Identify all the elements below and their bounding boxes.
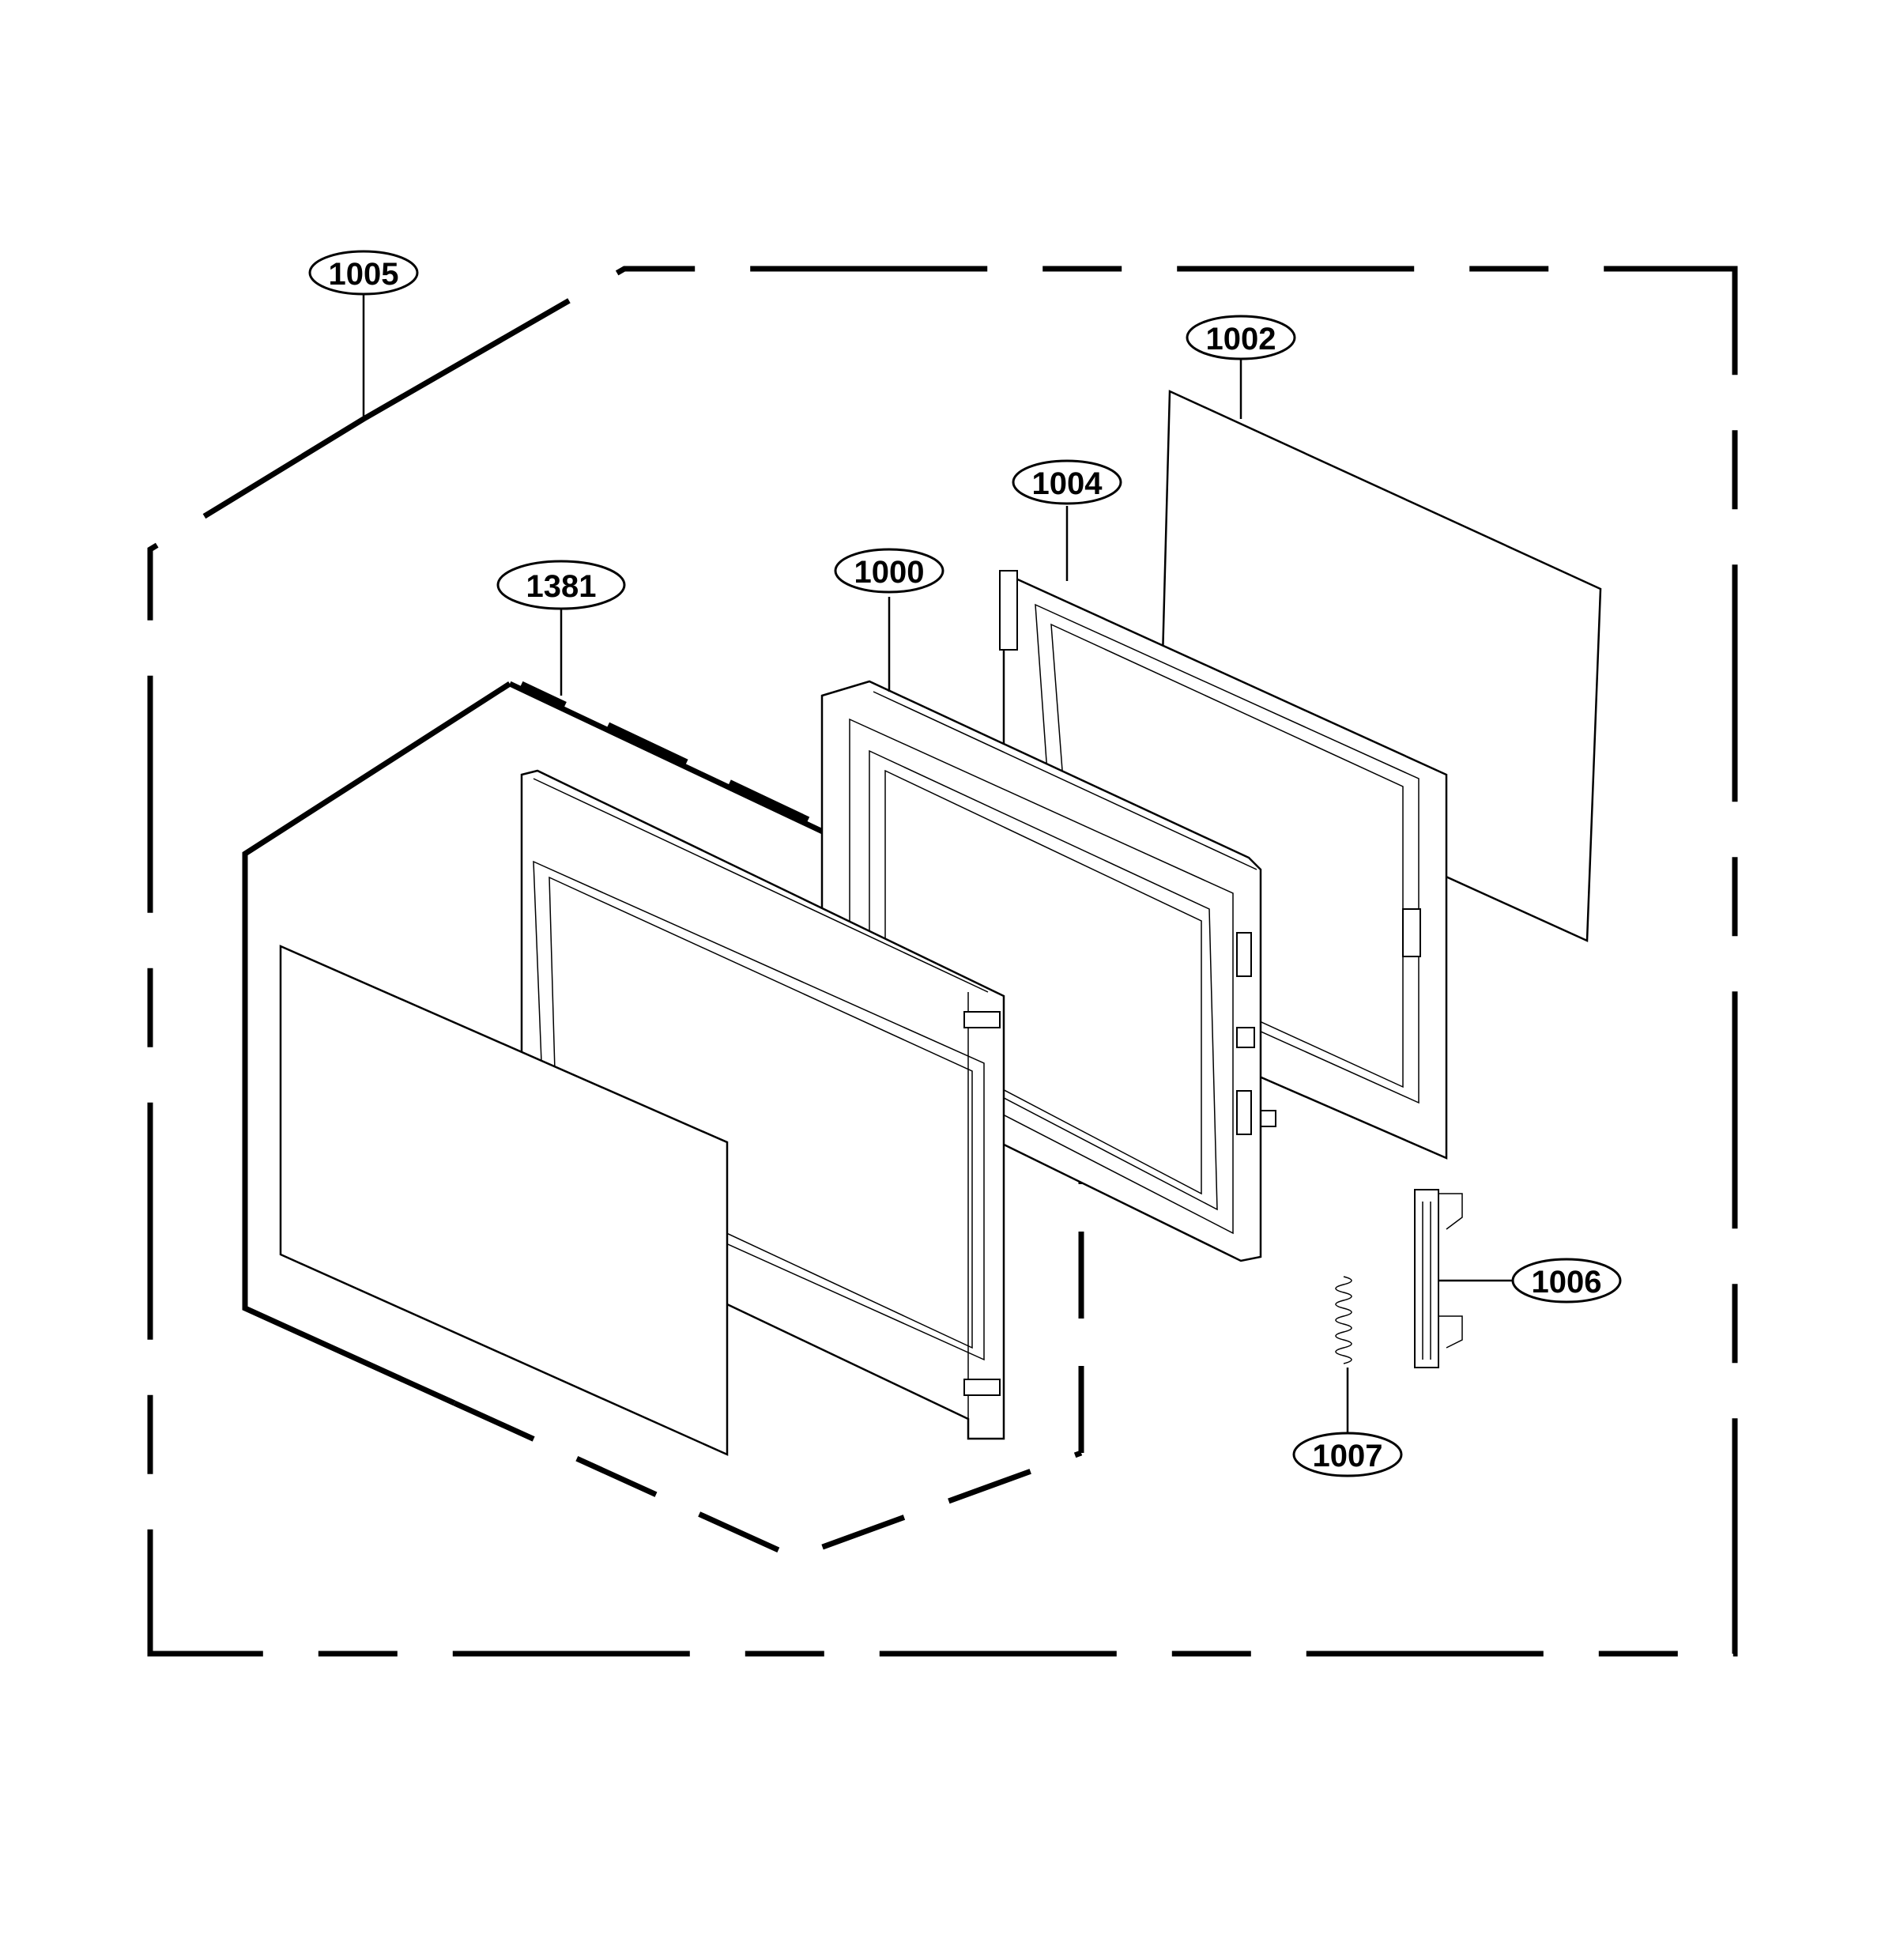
- part-1000-door-chassis: [820, 680, 1262, 1262]
- callout-label-1002: 1002: [1206, 322, 1276, 357]
- part-1006-latch-hook: [1414, 1189, 1463, 1368]
- callout-label-1000: 1000: [854, 555, 925, 590]
- callout-label-1005: 1005: [329, 257, 399, 292]
- callout-1000: 1000: [834, 548, 944, 594]
- subassembly-boundary-1381: [242, 681, 1084, 1560]
- callout-1005: 1005: [308, 250, 419, 296]
- callout-1004: 1004: [1012, 459, 1122, 505]
- callout-1381: 1381: [496, 560, 626, 610]
- callout-label-1004: 1004: [1032, 466, 1103, 501]
- callout-1007: 1007: [1292, 1432, 1403, 1477]
- leader-lines: [362, 292, 1514, 1432]
- callout-label-1006: 1006: [1532, 1265, 1602, 1300]
- callout-1002: 1002: [1186, 315, 1296, 360]
- callout-label-1007: 1007: [1313, 1439, 1383, 1473]
- callout-label-1381: 1381: [526, 569, 597, 604]
- door-frame: [520, 769, 1005, 1440]
- part-1002-sheet: [1159, 390, 1602, 942]
- part-1007-spring: [1335, 1276, 1352, 1364]
- front-glass-panel: [279, 945, 729, 1456]
- assembly-boundary-1005: [147, 266, 1738, 1657]
- callout-1006: 1006: [1511, 1258, 1622, 1304]
